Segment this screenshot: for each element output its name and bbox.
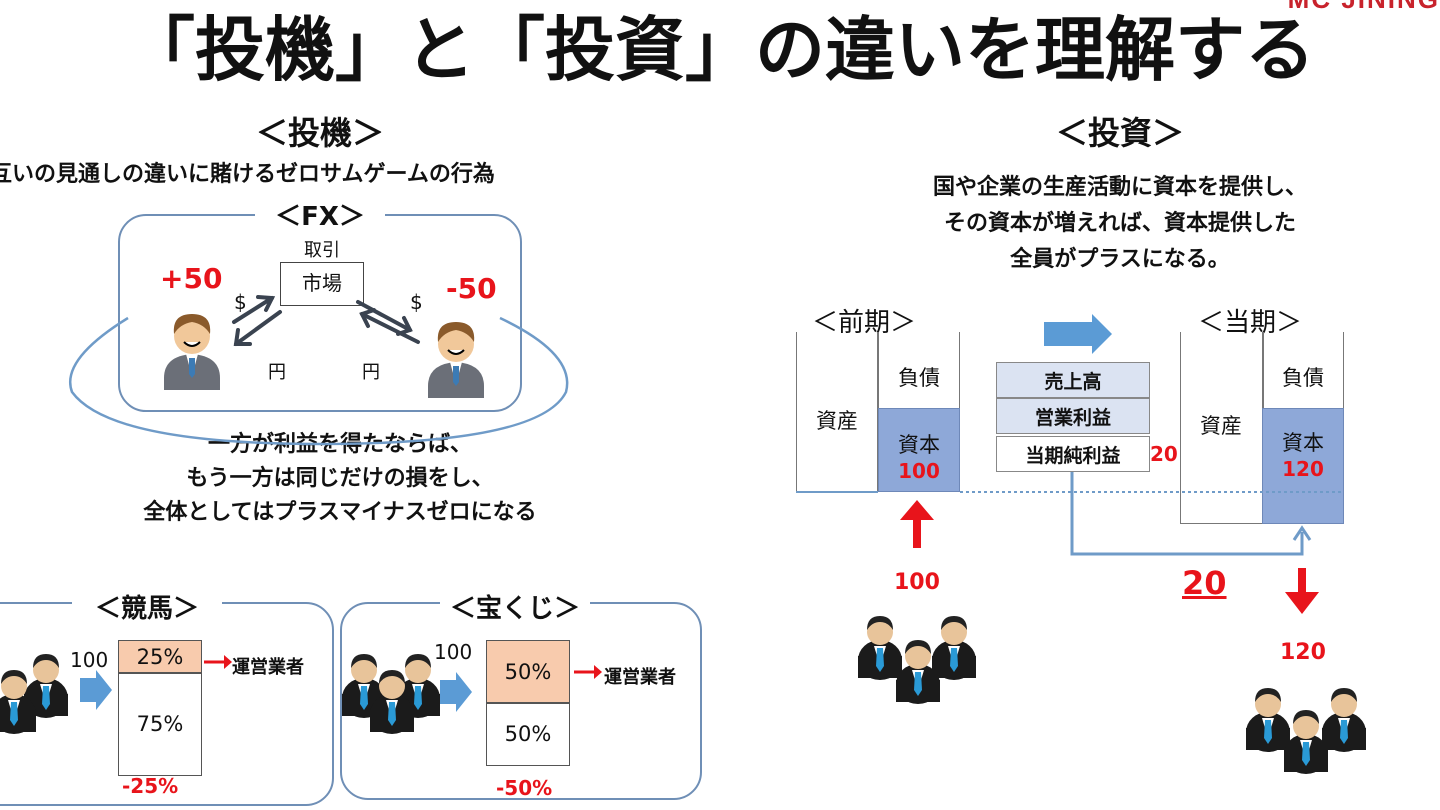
- fx-label: ＜FX＞: [275, 202, 365, 232]
- current-assets: 資産: [1200, 414, 1242, 438]
- previous-divider: [877, 332, 879, 492]
- current-period-label: ＜当期＞: [1198, 308, 1303, 338]
- current-capital-block: 資本 120: [1262, 408, 1344, 524]
- fx-trade-label: 取引: [304, 240, 340, 261]
- current-liabilities: 負債: [1282, 366, 1324, 390]
- return-amount: 120: [1280, 640, 1326, 665]
- lottery-input: 100: [434, 640, 473, 664]
- investor-right-3: [1284, 710, 1328, 774]
- previous-liabilities: 負債: [898, 366, 940, 390]
- fx-gain: +50: [160, 262, 223, 295]
- fx-loser-figure: [427, 321, 485, 399]
- lottery-top-share: 50%: [486, 640, 570, 704]
- previous-period-label: ＜前期＞: [812, 308, 917, 338]
- fx-yen-left: 円: [268, 362, 286, 383]
- investment-description: 国や企業の生産活動に資本を提供し、 その資本が増えれば、資本提供した 全員がプラ…: [840, 170, 1400, 278]
- conclusion-line-3: 全体としてはプラスマイナスゼロになる: [143, 500, 537, 525]
- previous-assets: 資産: [816, 409, 858, 433]
- keiba-label: ＜競馬＞: [72, 588, 222, 625]
- company-logo: MC JINING: [1288, 0, 1440, 15]
- lottery-person-front: [370, 670, 414, 734]
- investor-left-3: [896, 640, 940, 704]
- fx-yen-right: 円: [362, 362, 380, 383]
- pl-operating-profit: 営業利益: [996, 398, 1150, 434]
- keiba-arrow: [80, 670, 112, 710]
- lottery-arrow: [440, 672, 472, 712]
- fx-label-bg: [255, 200, 385, 230]
- investor-right-2: [1322, 688, 1366, 752]
- fx-market-box: 市場: [280, 262, 364, 306]
- capital-gain: 20: [1182, 564, 1227, 602]
- page-title: 「投機」と「投資」の違いを理解する: [125, 9, 1315, 91]
- investment-desc-line-3: 全員がプラスになる。: [1010, 247, 1230, 272]
- return-down-arrow: [1285, 592, 1319, 614]
- pl-sales: 売上高: [996, 362, 1150, 398]
- keiba-bottom-share: 75%: [118, 672, 202, 776]
- fx-ellipse: [69, 316, 569, 446]
- lottery-result: -50%: [496, 776, 553, 800]
- pl-net-profit-value: 20: [1150, 442, 1178, 466]
- lottery-operator: 運営業者: [604, 667, 676, 688]
- keiba-top-share: 25%: [118, 640, 202, 674]
- investor-left-2: [932, 616, 976, 680]
- pl-net-profit: 当期純利益: [996, 436, 1150, 472]
- keiba-input: 100: [70, 648, 109, 672]
- current-capital-value: 120: [1282, 457, 1324, 481]
- current-capital-label: 資本: [1282, 431, 1324, 455]
- invest-in-amount: 100: [894, 570, 940, 595]
- speculation-heading: ＜投機＞: [255, 114, 384, 152]
- keiba-person-front: [0, 670, 36, 734]
- invest-up-arrow: [900, 500, 934, 520]
- fx-dollar-right: $: [410, 290, 423, 314]
- investment-desc-line-2: その資本が増えれば、資本提供した: [943, 211, 1296, 236]
- lottery-label: ＜宝くじ＞: [440, 588, 590, 625]
- investor-right-1: [1246, 688, 1290, 752]
- profit-flow-line: [1070, 472, 1304, 556]
- investor-left-1: [858, 616, 902, 680]
- fx-dollar-left: $: [234, 290, 247, 314]
- fx-winner-figure: [163, 313, 221, 391]
- keiba-operator: 運営業者: [232, 657, 304, 678]
- period-arrow: [1044, 314, 1112, 354]
- previous-capital-value: 100: [898, 459, 940, 483]
- fx-loss: -50: [446, 272, 497, 305]
- investment-desc-line-1: 国や企業の生産活動に資本を提供し、: [932, 175, 1307, 200]
- previous-capital-label: 資本: [898, 433, 940, 457]
- fx-arrows: [232, 295, 420, 346]
- conclusion-line-2: もう一方は同じだけの損をし、: [186, 466, 494, 491]
- lottery-bottom-share: 50%: [486, 702, 570, 766]
- investment-heading: ＜投資＞: [1055, 114, 1184, 152]
- keiba-result: -25%: [122, 774, 179, 798]
- previous-capital-block: 資本 100: [878, 408, 960, 492]
- speculation-description: 互いの見通しの違いに賭けるゼロサムゲームの行為: [0, 162, 495, 187]
- speculation-conclusion: 一方が利益を得たならば、 もう一方は同じだけの損をし、 全体としてはプラスマイナ…: [60, 428, 620, 530]
